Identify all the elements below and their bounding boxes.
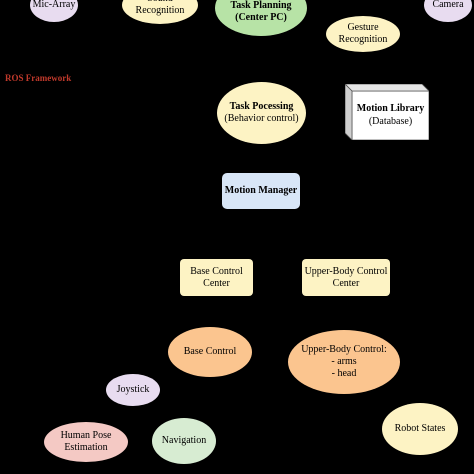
task-planning-node: Task Planning (Center PC) — [215, 0, 307, 36]
human-pose-estimation-node: Human Pose Estimation — [44, 422, 128, 462]
motion-library-title: Motion Library — [356, 103, 425, 114]
framework-label: ROS Framework — [5, 73, 72, 83]
upper-body-control-center-node: Upper-Body Control Center — [302, 259, 390, 296]
upper-body-control-node: Upper-Body Control: - arms - head — [288, 330, 400, 394]
sound-recognition-node: Sound Recognition — [122, 0, 198, 24]
task-processing-subtitle: (Behavior control) — [224, 113, 299, 124]
base-control-center-node: Base Control Center — [180, 259, 253, 296]
camera-node: Camera — [424, 0, 472, 22]
navigation-node: Navigation — [152, 418, 216, 464]
robot-states-node: Robot States — [382, 403, 458, 455]
joystick-node: Joystick — [106, 374, 160, 406]
base-control-node: Base Control — [168, 327, 252, 377]
mic-array-node: Mic-Array — [30, 0, 78, 22]
task-processing-title: Task Pocessing — [229, 101, 294, 112]
task-processing-node: Task Pocessing (Behavior control) — [217, 82, 306, 144]
motion-library-node: Motion Library (Database) — [345, 84, 429, 140]
gesture-recognition-node: Gesture Recognition — [326, 16, 400, 52]
motion-library-box-shape — [345, 84, 429, 140]
motion-manager-node: Motion Manager — [222, 173, 300, 209]
motion-library-subtitle: (Database) — [368, 115, 413, 127]
